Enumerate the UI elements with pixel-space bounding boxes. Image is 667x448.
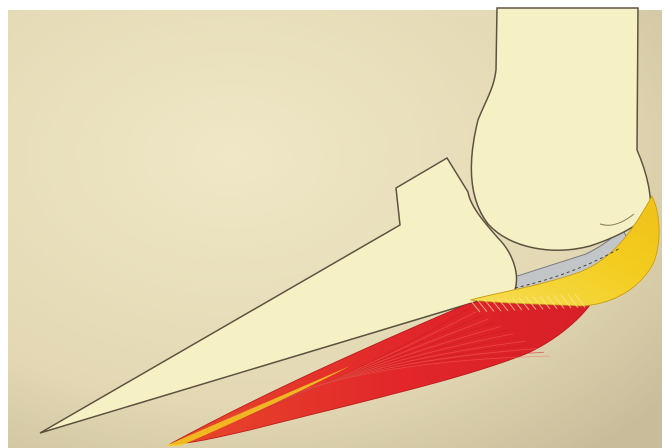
frame-left	[0, 0, 8, 448]
humerus-bone	[471, 8, 650, 250]
frame-right	[662, 0, 667, 448]
